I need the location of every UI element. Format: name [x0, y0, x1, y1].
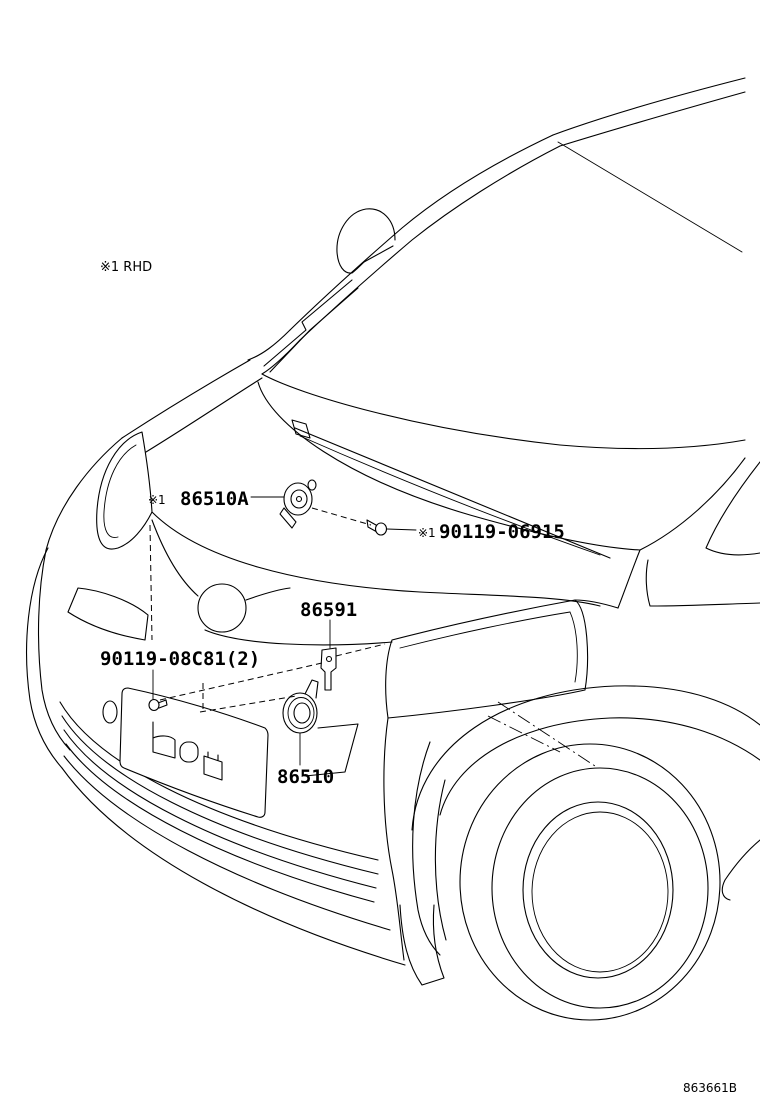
headlamp-right-to-fender — [574, 599, 619, 609]
side-mirror-stalk — [363, 245, 394, 263]
car-upper-body — [247, 77, 760, 609]
horn-rhd-to-bolt-dashed-line — [311, 507, 372, 526]
right-a-pillar-base — [639, 457, 746, 551]
wheel-arch-centerline-2 — [487, 715, 561, 753]
horn-rhd-body — [283, 482, 313, 516]
hidden-line-nose — [149, 524, 153, 641]
a-pillar-outer — [289, 134, 554, 331]
horn-rhd-part — [279, 479, 317, 529]
emblem — [197, 583, 247, 633]
horn-rhd-bracket — [279, 507, 297, 529]
a-pillar-base-inner — [261, 339, 301, 375]
bumper-strake-4 — [65, 743, 375, 903]
headlamp-right-outer — [385, 599, 589, 719]
bracket-part-number[interactable]: 86591 — [300, 599, 357, 621]
fender-arch-inner — [439, 717, 760, 816]
bumper-lower-lip — [63, 755, 391, 931]
horn-part-number[interactable]: 86510 — [277, 766, 334, 788]
headlamp-left-inner — [103, 444, 137, 538]
nose-trim-left — [151, 519, 199, 597]
bolt-rhd-ref-mark: ※1 — [418, 526, 436, 540]
horn-part — [282, 679, 319, 734]
horn-rhd-terminal — [307, 479, 317, 491]
bumper-side-rear — [434, 779, 447, 941]
bracket-dashed-line — [335, 643, 386, 657]
bracket-hole — [325, 655, 333, 663]
bracket-body — [320, 647, 337, 691]
wiper-blade-rubber — [299, 435, 601, 556]
horn-ring — [287, 697, 315, 729]
bumper-side-front — [412, 741, 441, 956]
bumper-left-outer — [26, 547, 63, 769]
horn-face — [293, 702, 311, 724]
roof-edge-inner — [559, 91, 746, 147]
car-front — [96, 359, 619, 719]
license-plate — [119, 687, 269, 818]
cowl-front-edge — [257, 381, 641, 551]
bolt-rhd-part — [366, 519, 388, 536]
bolt-part-number[interactable]: 90119-08C81(2) — [100, 648, 260, 670]
wiper-arm-upper — [263, 279, 353, 367]
a-pillar-base-outer — [247, 329, 291, 361]
bolt-shank — [157, 699, 168, 709]
bumper-bottom-edge — [61, 767, 406, 966]
bumper-left-inner — [37, 437, 123, 751]
wiper-blade — [294, 427, 611, 559]
plate-character-1 — [152, 721, 176, 759]
tire-sidewall — [491, 767, 709, 1009]
wheel-rim-inner — [531, 811, 669, 973]
rhd-note: ※1 RHD — [100, 260, 152, 275]
a-pillar-inner — [299, 145, 561, 341]
tire-outer — [459, 743, 721, 1021]
nose-trim-right — [245, 587, 291, 601]
hood-side-gap-right — [617, 549, 641, 609]
lower-intake-right — [304, 723, 359, 777]
fog-lamp-left — [102, 700, 118, 724]
horn-rhd-center — [295, 495, 303, 503]
front-bumper — [26, 437, 447, 986]
bolt-head — [148, 698, 160, 712]
upper-grille-lower-edge — [204, 629, 393, 646]
right-body-side-line — [645, 559, 760, 607]
bumper-right-edge — [383, 717, 405, 961]
fender-arch-outer — [411, 685, 760, 831]
bumper-right-corner-tab — [399, 904, 445, 986]
lower-intake-left — [67, 587, 149, 641]
horn-rhd-face — [290, 489, 308, 509]
right-side-window — [705, 461, 760, 556]
bolt-rhd-head — [374, 522, 388, 536]
wiper-pivot — [291, 419, 311, 439]
horn-rhd-part-number[interactable]: 86510A — [180, 488, 249, 510]
left-fender-top — [121, 359, 251, 439]
windshield-lower-edge — [261, 373, 746, 450]
horn-rhd-ref-mark: ※1 — [148, 493, 166, 507]
hood-front-edge — [151, 511, 601, 607]
bumper-strake-1 — [59, 701, 379, 861]
leader-bolt-rhd — [386, 528, 417, 531]
roof-edge-outer — [552, 77, 746, 136]
bumper-strake-3 — [63, 729, 377, 889]
wheel-arch-centerline-1 — [497, 701, 599, 769]
front-wheel-area — [411, 685, 760, 1021]
windshield-top-edge — [557, 141, 743, 253]
plate-character-2 — [179, 741, 199, 763]
headlamp-left-outer — [96, 431, 153, 550]
side-mirror — [336, 208, 396, 274]
plate-character-3 — [203, 751, 223, 781]
bolt-part — [148, 662, 323, 713]
hood-left-edge — [145, 377, 263, 453]
bolt-rhd-part-number[interactable]: 90119-06915 — [439, 521, 565, 543]
headlamp-right-inner — [399, 611, 578, 683]
bolt-to-bracket-dashed-line — [159, 662, 323, 701]
bracket-part — [320, 647, 337, 691]
fender-lower-right — [721, 839, 760, 901]
bumper-strake-2 — [61, 715, 379, 875]
wiper-arm-lower — [269, 287, 359, 373]
horn-stay — [304, 679, 319, 699]
bolt-to-horn-dashed-line — [199, 695, 297, 713]
figure-code: 863661B — [683, 1081, 737, 1095]
wheel-rim-outer — [522, 801, 674, 979]
